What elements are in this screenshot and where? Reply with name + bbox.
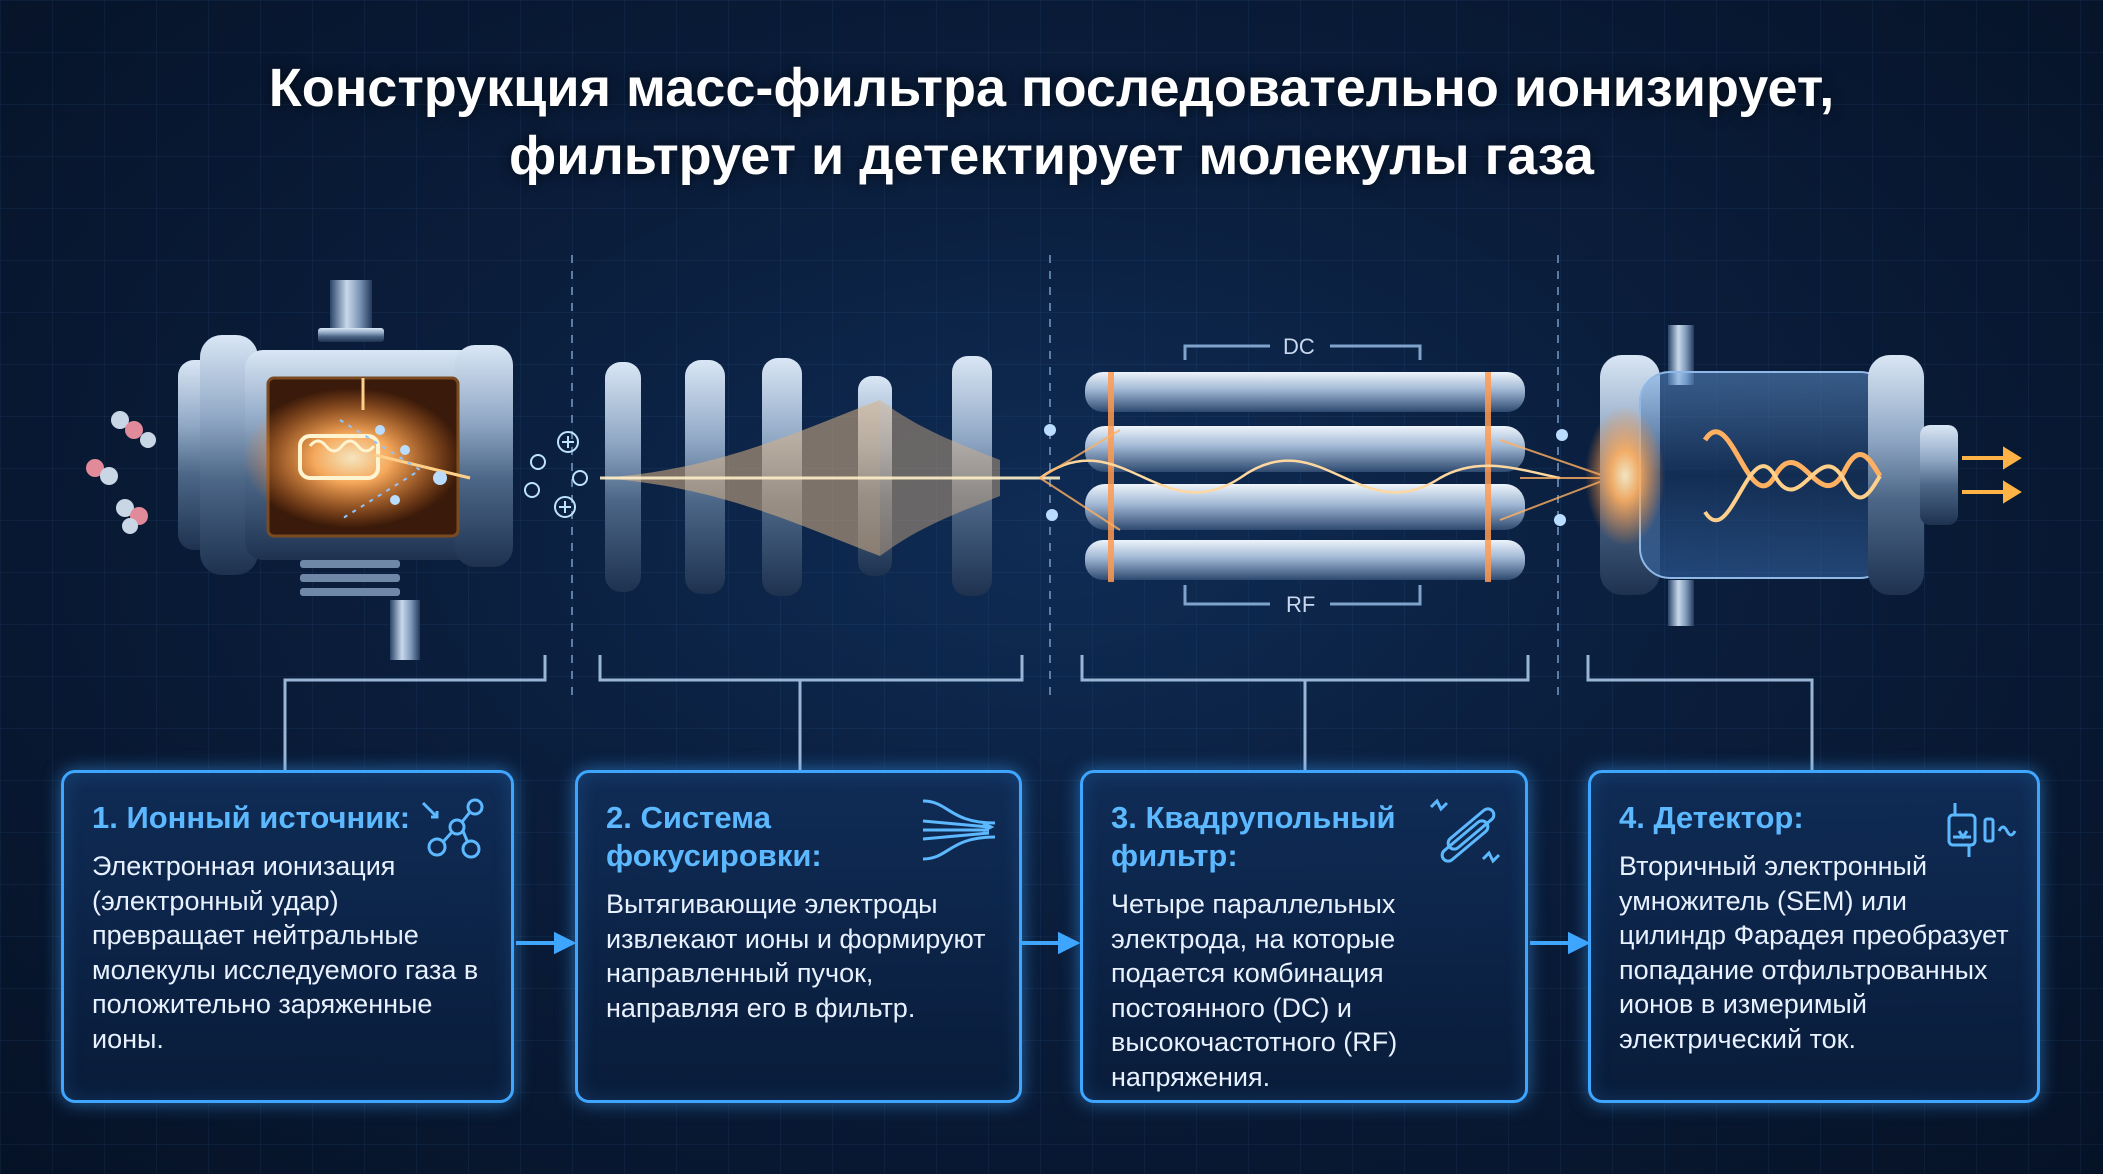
card-description: Вторичный электронный умножитель (SEM) и… (1619, 851, 2009, 1054)
flow-arrows (516, 931, 1591, 955)
rf-label: RF (1286, 592, 1315, 617)
card-description: Четыре параллельных электрода, на которы… (1111, 889, 1398, 1092)
card-title: 4. Детектор: (1619, 800, 1804, 835)
title-line-2: фильтрует и детектирует молекулы газа (509, 126, 1594, 186)
ions (524, 431, 588, 518)
card-description: Электронная ионизация (электронный удар)… (92, 851, 479, 1054)
quadrupole-filter: DC RF (1039, 334, 1611, 617)
focusing-beam-icon (919, 793, 999, 872)
ion-source-assembly (178, 280, 513, 660)
title-line-1: Конструкция масс-фильтра последовательно… (268, 58, 1835, 118)
detector-icon (1941, 793, 2017, 872)
stage-separators (571, 255, 1559, 700)
quadrupole-rods-icon (1429, 793, 1505, 872)
page-title: Конструкция масс-фильтра последовательно… (0, 54, 2103, 190)
card-quadrupole-filter: 3. Квадрупольный фильтр: Четыре параллел… (1080, 770, 1528, 1103)
dc-label: DC (1283, 334, 1315, 359)
card-title: 2. Система фокусировки: (606, 800, 822, 873)
gas-molecules (86, 411, 156, 534)
card-focusing-system: 2. Система фокусировки: Вытягивающие эле… (575, 770, 1022, 1103)
focusing-electrodes (600, 356, 1060, 596)
detector-assembly (1585, 325, 2022, 626)
stage-brackets (283, 655, 1814, 770)
card-description: Вытягивающие электроды извлекают ионы и … (606, 889, 986, 1023)
molecule-icon (417, 793, 491, 872)
card-ion-source: 1. Ионный источник: Электронная ионизаци… (61, 770, 514, 1103)
card-title: 3. Квадрупольный фильтр: (1111, 800, 1396, 873)
card-detector: 4. Детектор: Вторичный электронный умнож… (1588, 770, 2040, 1103)
card-title: 1. Ионный источник: (92, 800, 411, 835)
